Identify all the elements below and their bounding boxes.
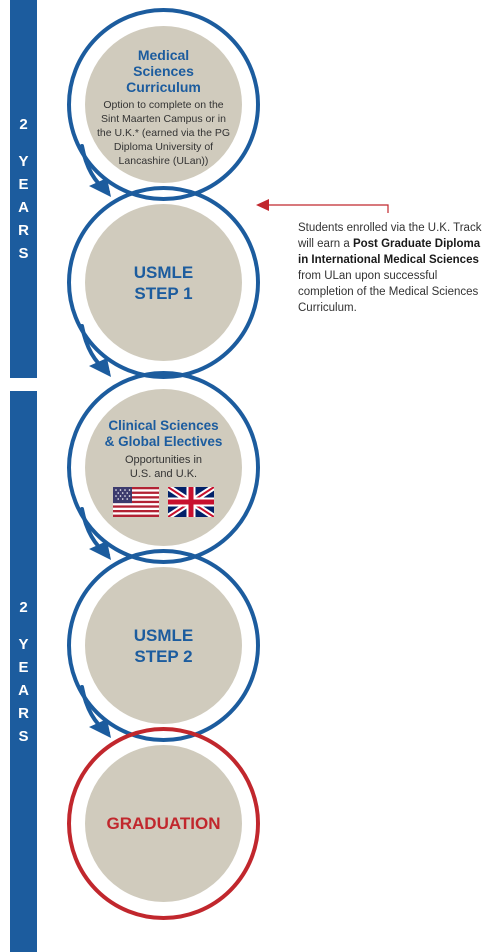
arrow-head-1 [89,178,111,197]
note-diploma-name: Post Graduate Diploma in International M… [298,238,481,266]
years-letter: Y [18,635,29,653]
step-title: USMLE STEP 1 [134,262,194,304]
step-graduation: GRADUATION [85,745,242,902]
title-line: Clinical Sciences [108,418,219,433]
step-title: GRADUATION [106,814,221,833]
step-title: USMLE STEP 2 [134,625,194,667]
years-bar-1: 2 Y E A R S [10,0,37,378]
description-line: U.S. and U.K. [129,468,198,480]
step-ring-graduation [67,727,260,920]
step-medical-sciences: Medical Sciences Curriculum Option to co… [85,26,242,183]
note-text: from ULan upon successful completion of … [298,270,479,314]
years-letter: E [18,176,29,193]
step-clinical-sciences: Clinical Sciences & Global Electives Opp… [85,389,242,546]
title-line: STEP 1 [134,283,193,303]
title-line: Medical [137,47,190,63]
years-letter: R [18,704,29,722]
step-usmle-1: USMLE STEP 1 [85,204,242,361]
step-description: Opportunities in U.S. and U.K. [125,453,202,481]
title-line: & Global Electives [104,434,223,449]
pointer-arrowhead [256,199,269,211]
years-letter: A [18,199,29,216]
years-letter: A [18,681,29,699]
title-line: USMLE [133,262,194,282]
years-letter: S [18,245,29,262]
title-line: STEP 2 [134,646,193,666]
pointer-line [268,204,389,213]
arrow-head-4 [89,719,111,738]
step-title: Medical Sciences Curriculum [126,47,201,95]
flags [113,487,214,517]
years-letter: E [18,658,29,676]
description-line: Opportunities in [124,454,203,466]
step-usmle-2: USMLE STEP 2 [85,567,242,724]
years-letter: R [18,222,29,239]
arrow-head-2 [89,358,111,377]
years-bar-2: 2 Y E A R S [10,391,37,952]
arrow-head-3 [89,541,111,560]
years-number: 2 [19,598,28,616]
uk-flag-icon [168,487,214,517]
title-line: Sciences [133,63,194,79]
years-number: 2 [19,116,28,133]
title-line: Curriculum [126,79,201,95]
us-flag-icon [113,487,159,517]
uk-track-note: Students enrolled via the U.K. Track wil… [298,220,488,316]
title-line: USMLE [133,625,194,645]
years-letter: Y [18,153,29,170]
note-text: Students enrolled via the U.K. Track wil… [298,222,482,250]
step-description: Option to complete on the Sint Maarten C… [96,99,231,167]
step-title: Clinical Sciences & Global Electives [105,418,223,450]
years-letter: S [18,727,29,745]
